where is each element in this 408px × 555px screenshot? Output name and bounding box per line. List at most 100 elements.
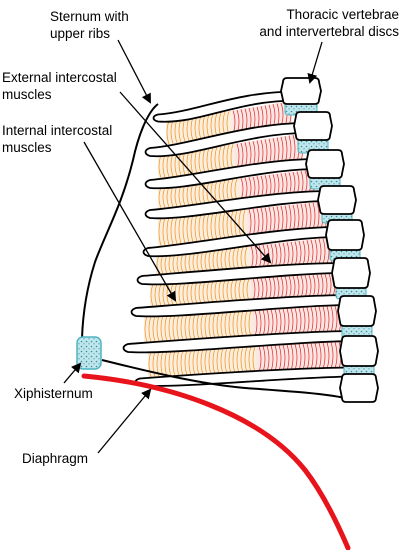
internal-fibre [220,248,224,271]
internal-intercostal-label: Internal intercostal muscles [2,123,112,156]
internal-fibre [208,348,212,375]
internal-intercostal-band [156,246,251,275]
internal-fibre [154,283,158,306]
external-fibre [310,307,314,334]
internal-fibre [176,314,180,341]
internal-fibre [234,279,238,302]
internal-fibre [212,249,216,271]
internal-fibre [240,346,244,373]
internal-fibre [190,214,194,243]
internal-fibre [224,311,228,338]
body-outline [81,103,159,339]
internal-fibre [216,348,220,374]
internal-fibre [202,213,206,242]
vertebra [305,149,345,179]
internal-fibre [206,280,210,304]
vertebrae-label-line-2: and intervertebral discs [259,23,399,39]
external-fibre [310,343,314,370]
internal-fibre [184,314,188,340]
internal-fibre [206,181,210,204]
internal-fibre [164,315,168,342]
xiphisternum [76,336,102,370]
internal-fibre [244,346,248,373]
diaphragm [81,373,351,551]
vertebra [339,335,379,367]
rib [142,226,339,258]
external-intercostal-label: External intercostal muscles [2,70,117,103]
internal-fibre [158,283,162,306]
internal-fibre [214,280,218,303]
external-fibre [322,306,326,333]
internal-fibre [158,187,162,209]
external-fibre [322,342,326,370]
internal-fibre [218,280,222,303]
internal-fibre [158,217,162,246]
internal-fibre [162,217,166,246]
internal-fibre [218,180,222,203]
external-fibre [314,239,318,265]
external-fibre [334,305,338,333]
external-fibre [324,274,328,297]
vertebra [331,257,371,289]
vertebra [325,219,365,251]
external-fibre [318,306,322,334]
internal-fibre [158,155,162,178]
vertebra [337,295,377,327]
rib [122,330,357,354]
diaphragm-label-text: Diaphragm [22,451,89,466]
vertebra [317,185,357,215]
external-fibre [306,307,310,334]
arrow-icon [63,362,82,384]
internal-fibre [180,349,184,376]
internal-fibre [206,114,210,139]
rib [144,190,331,220]
rib [152,90,297,123]
internal-label-line-1: Internal intercostal [2,123,113,138]
internal-fibre [206,147,210,173]
internal-fibre [220,347,224,374]
external-fibre [314,343,318,370]
internal-fibre [236,311,240,338]
external-fibre [322,238,326,265]
internal-fibre [210,147,214,172]
sternum-label: Sternum with upper ribs [50,9,129,42]
external-fibre [302,307,306,334]
internal-fibre [206,213,210,241]
internal-fibre [194,214,198,242]
internal-fibre [172,314,176,341]
internal-fibre [236,347,240,374]
internal-fibre [202,114,206,139]
sternum-label-line-2: upper ribs [50,25,111,41]
internal-fibre [226,279,230,302]
internal-fibre [186,282,190,305]
internal-fibre [248,346,252,373]
internal-fibre [204,312,208,339]
vertebrae-label-line-1: Thoracic vertebrae [286,7,399,22]
internal-fibre [164,350,168,377]
internal-fibre [210,280,214,303]
thoracic-spine [280,77,379,403]
internal-fibre [212,312,216,339]
vertebra [280,77,322,105]
internal-fibre [188,313,192,340]
external-fibre [334,342,338,369]
internal-fibre [148,316,152,342]
internal-fibre [228,248,232,270]
internal-fibre [162,283,166,306]
internal-fibre [188,349,192,376]
internal-fibre [234,210,238,238]
internal-fibre [196,349,200,375]
internal-fibre [166,217,170,245]
external-fibre [318,238,322,265]
internal-fibre [240,310,244,338]
diaphragm-label: Diaphragm [22,451,88,468]
external-label-line-1: External intercostal [2,70,117,85]
internal-fibre [190,281,194,304]
external-fibre [330,342,334,369]
internal-fibre [202,148,206,173]
internal-fibre [228,311,232,338]
arrow-icon [83,141,176,302]
internal-fibre [174,216,178,245]
